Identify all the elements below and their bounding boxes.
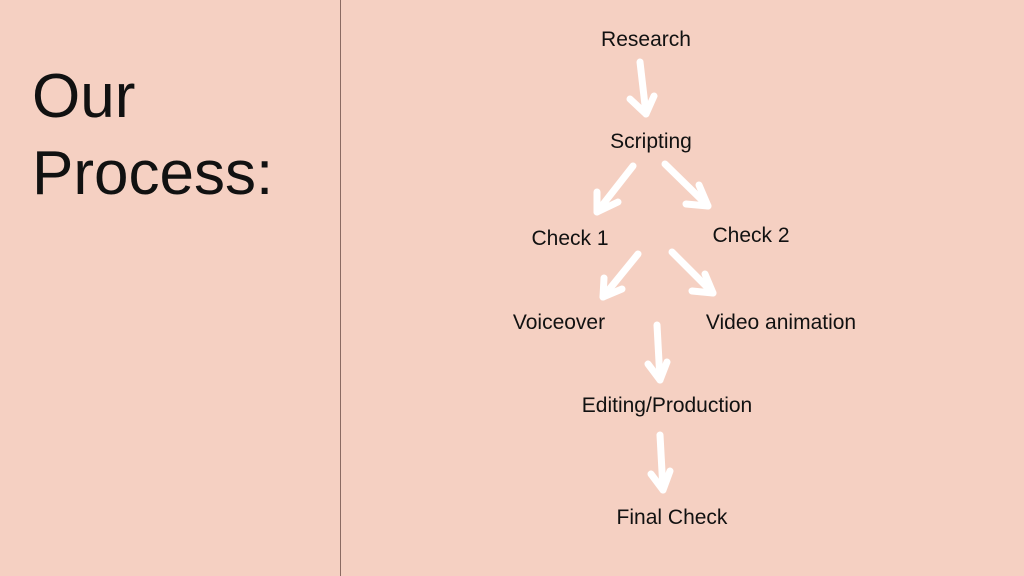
node-check-2: Check 2 — [712, 224, 790, 247]
node-voiceover: Voiceover — [512, 311, 606, 334]
arrow-research-to-scripting — [626, 58, 658, 118]
arrow-editing-to-final — [647, 431, 674, 494]
arrow-to-editing — [644, 321, 671, 384]
title-line-2: Process: — [32, 139, 274, 208]
arrow-scripting-to-check1 — [593, 162, 637, 216]
node-scripting: Scripting — [610, 130, 692, 153]
arrow-check1-to-voiceover — [599, 250, 642, 301]
node-editing-production: Editing/Production — [581, 394, 753, 417]
vertical-divider — [340, 0, 341, 576]
node-research: Research — [601, 28, 691, 51]
title-line-1: Our — [32, 62, 136, 131]
arrow-check2-to-video — [668, 248, 717, 297]
node-video-animation: Video animation — [705, 311, 857, 334]
node-check-1: Check 1 — [531, 227, 609, 250]
arrow-scripting-to-check2 — [661, 160, 712, 210]
node-final-check: Final Check — [616, 506, 728, 529]
